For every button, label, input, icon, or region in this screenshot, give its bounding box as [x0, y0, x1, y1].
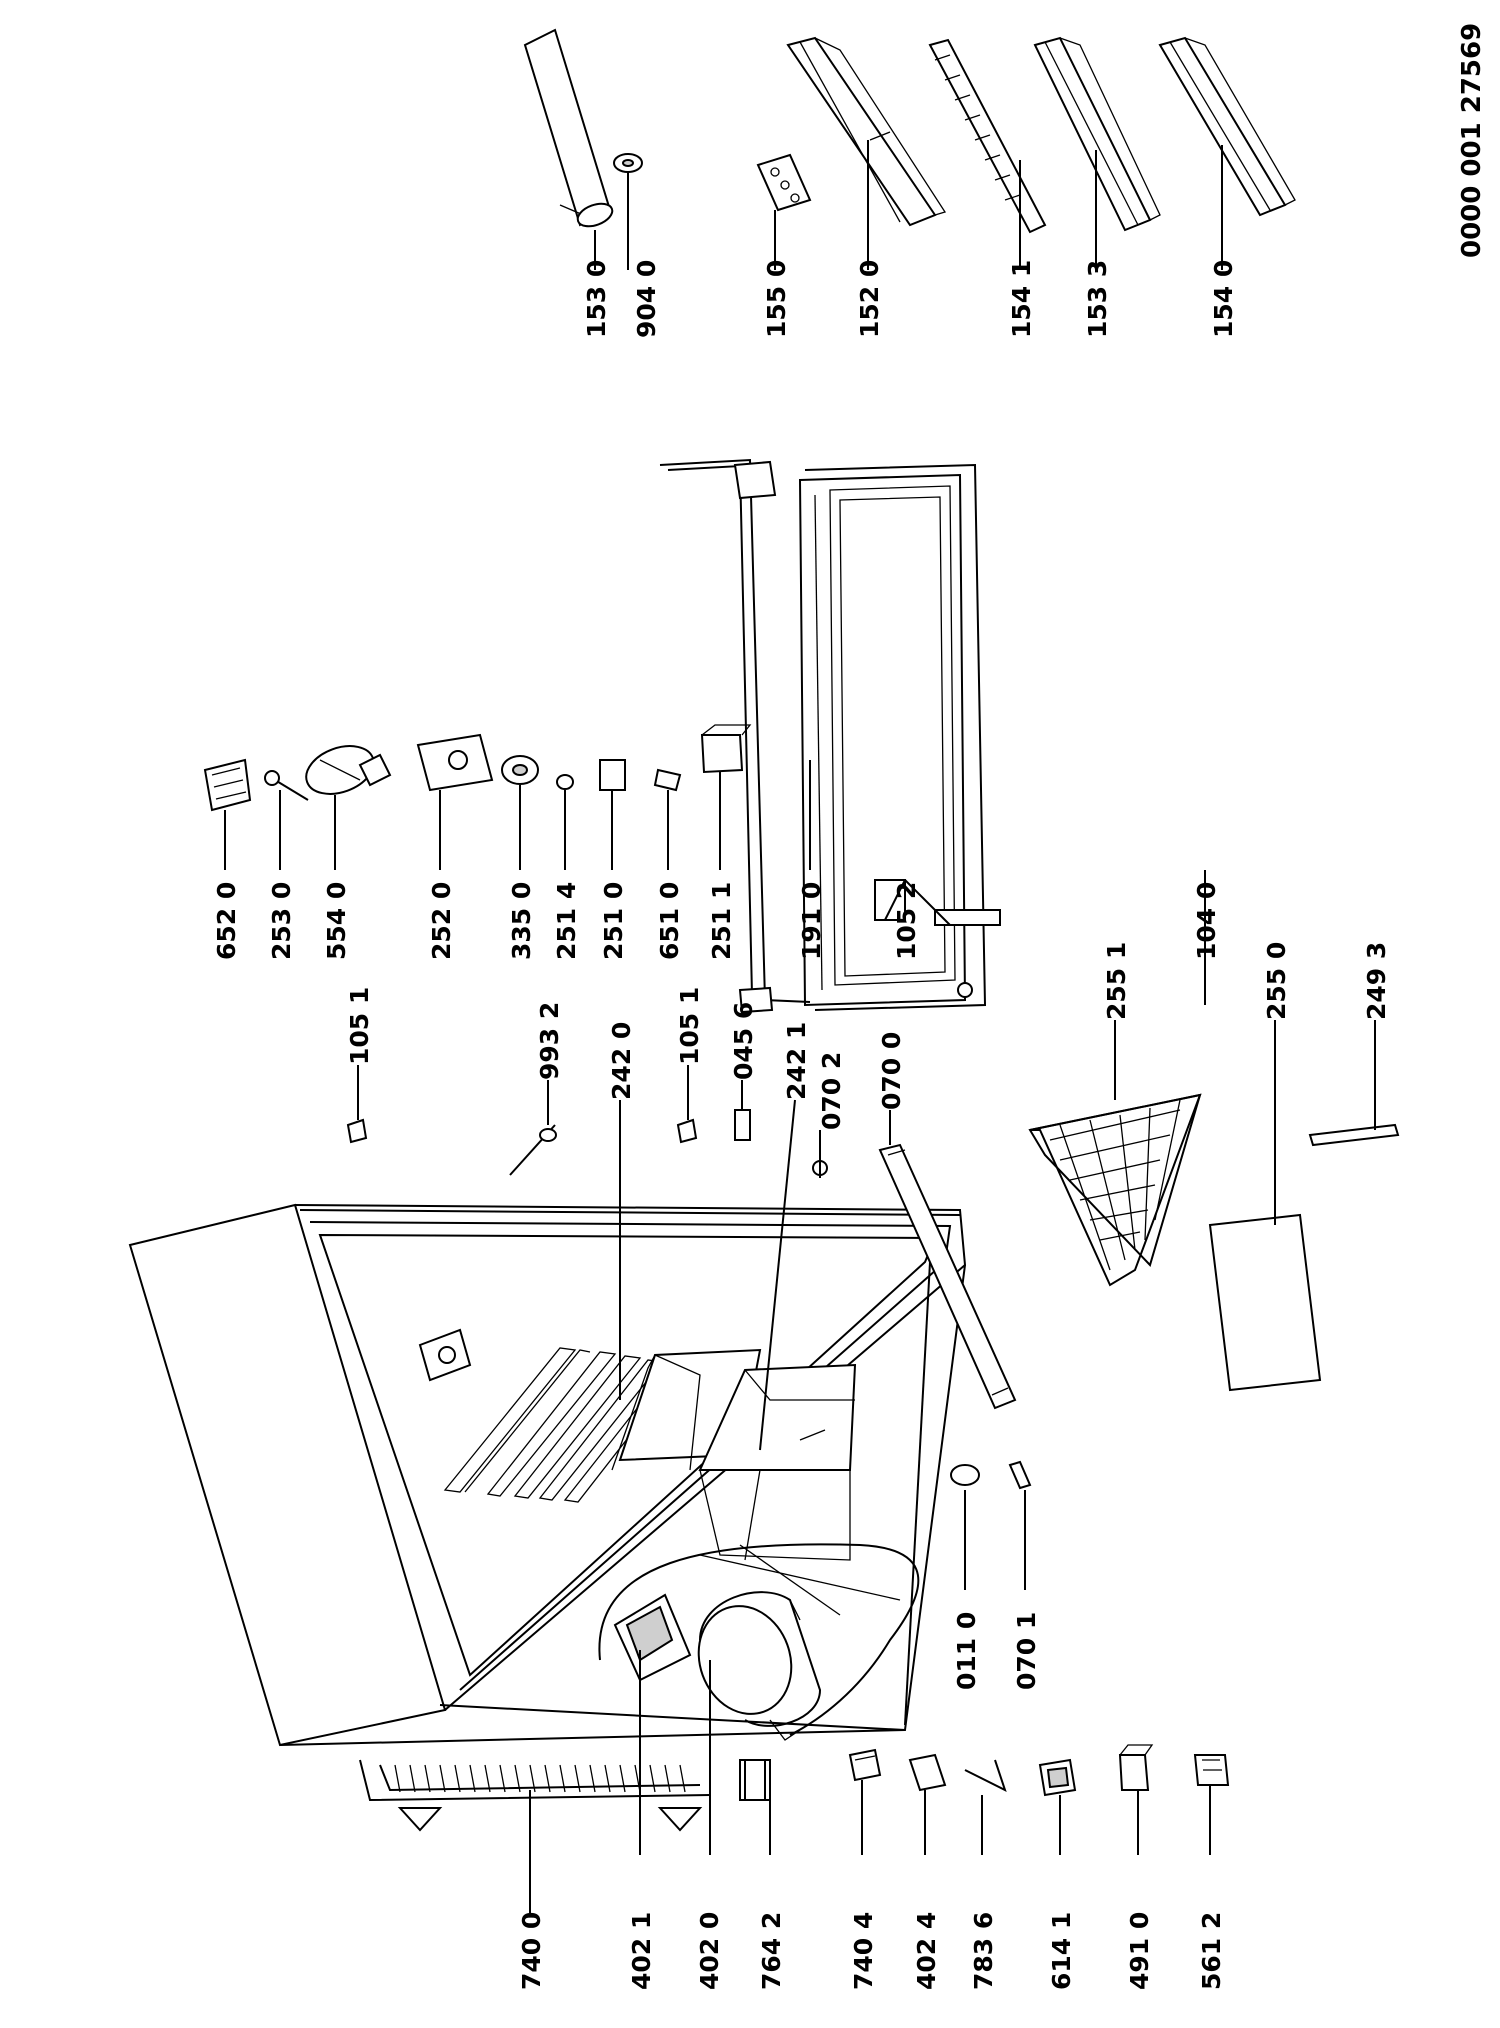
- label-153-0: 153 0: [582, 260, 611, 338]
- middle-small-parts: [346, 1109, 1032, 1490]
- label-402-0: 402 0: [695, 1912, 724, 1990]
- label-614-1: 614 1: [1047, 1912, 1076, 1990]
- label-251-0: 251 0: [599, 882, 628, 960]
- label-402-1: 402 1: [627, 1912, 656, 1990]
- refrigerator-door: [659, 458, 987, 1014]
- label-249-3: 249 3: [1362, 942, 1391, 1020]
- label-070-2: 070 2: [817, 1052, 846, 1130]
- label-154-0: 154 0: [1209, 260, 1238, 338]
- label-904-0: 904 0: [632, 260, 661, 338]
- refrigerator-cabinet: [128, 1203, 967, 1832]
- label-402-4: 402 4: [912, 1912, 941, 1990]
- label-070-1: 070 1: [1012, 1612, 1041, 1690]
- leader-lines: [224, 140, 1376, 1915]
- label-252-0: 252 0: [427, 882, 456, 960]
- label-554-0: 554 0: [322, 882, 351, 960]
- label-740-0: 740 0: [517, 1912, 546, 1990]
- label-561-2: 561 2: [1197, 1912, 1226, 1990]
- label-242-1: 242 1: [782, 1022, 811, 1100]
- label-764-2: 764 2: [757, 1912, 786, 1990]
- label-011-0: 011 0: [952, 1612, 981, 1690]
- label-191-0: 191 0: [797, 882, 826, 960]
- label-651-0: 651 0: [655, 882, 684, 960]
- label-104-0: 104 0: [1192, 882, 1221, 960]
- label-105-1-top: 105 1: [345, 987, 374, 1065]
- bottom-small-parts: [739, 1744, 1230, 1801]
- label-652-0: 652 0: [212, 882, 241, 960]
- label-251-4: 251 4: [552, 882, 581, 960]
- document-id: 0000 001 27569: [1457, 23, 1487, 258]
- label-993-2: 993 2: [535, 1002, 564, 1080]
- label-253-0: 253 0: [267, 882, 296, 960]
- label-783-6: 783 6: [969, 1912, 998, 1990]
- label-105-1-mid: 105 1: [675, 987, 704, 1065]
- label-251-1: 251 1: [707, 882, 736, 960]
- glass-shelves: [1028, 1093, 1400, 1392]
- label-335-0: 335 0: [507, 882, 536, 960]
- label-155-0: 155 0: [762, 260, 791, 338]
- label-070-0: 070 0: [877, 1032, 906, 1110]
- label-152-0: 152 0: [855, 260, 884, 338]
- label-105-2: 105 2: [892, 882, 921, 960]
- label-255-0: 255 0: [1262, 942, 1291, 1020]
- label-491-0: 491 0: [1125, 1912, 1154, 1990]
- part-labels: 740 0 402 1 402 0 764 2 740 4 402 4 783 …: [212, 23, 1487, 1990]
- label-153-3: 153 3: [1083, 260, 1112, 338]
- label-045-6: 045 6: [729, 1002, 758, 1080]
- door-shelves: [523, 28, 1296, 234]
- control-parts: [203, 724, 1001, 926]
- label-242-0: 242 0: [607, 1022, 636, 1100]
- label-154-1: 154 1: [1007, 260, 1036, 338]
- label-255-1: 255 1: [1102, 942, 1131, 1020]
- label-740-4: 740 4: [849, 1912, 878, 1990]
